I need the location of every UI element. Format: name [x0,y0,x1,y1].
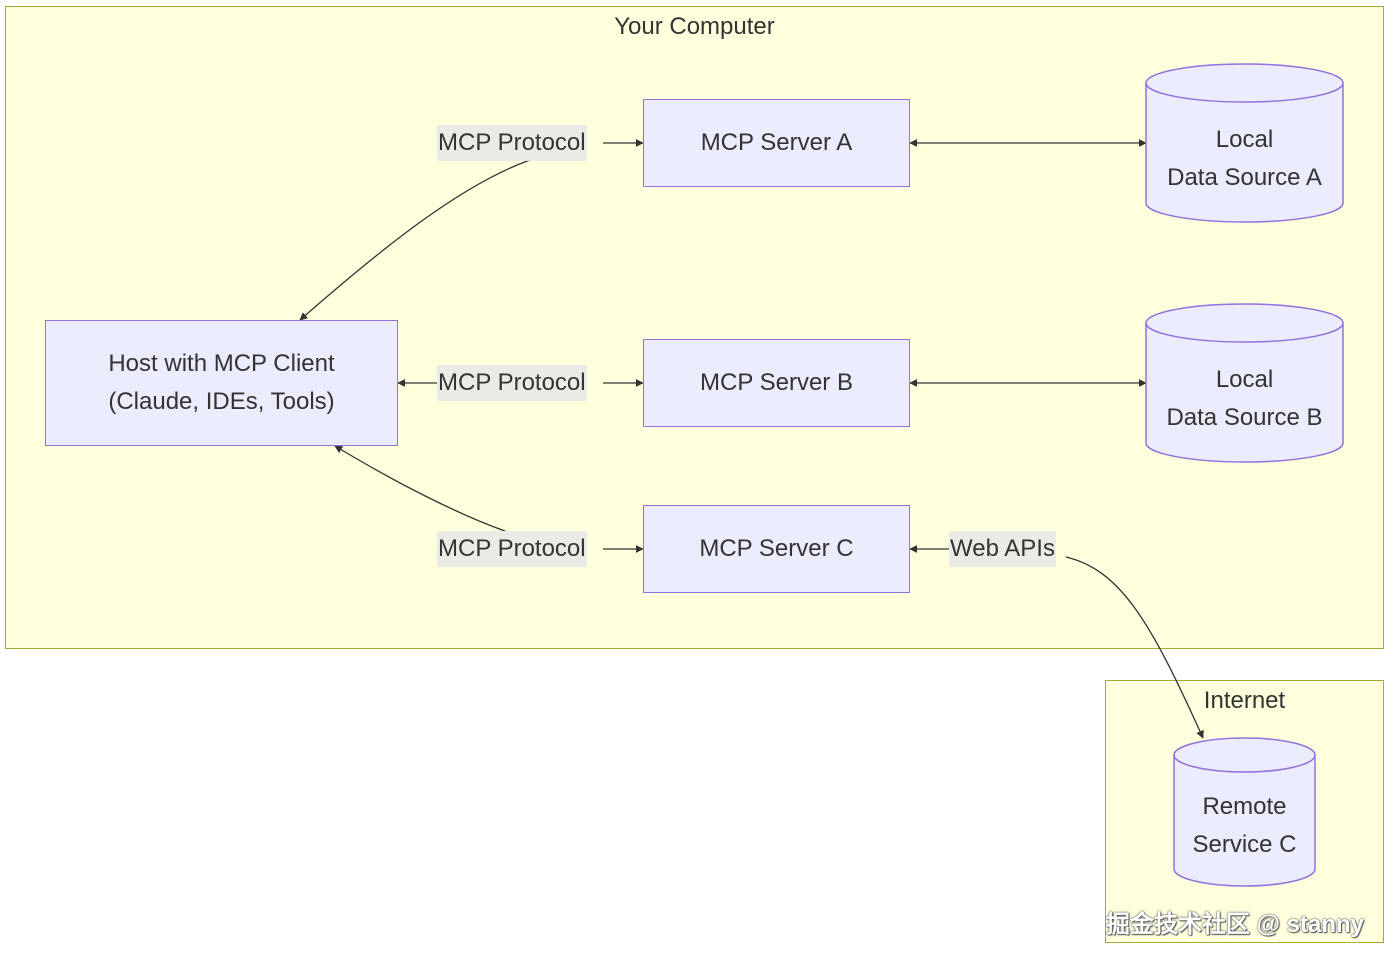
cluster-title-your-computer: Your Computer [614,13,775,40]
edge-host-server-a [299,159,531,321]
label-data-source-b: Local Data Source B [1166,366,1323,431]
label-data-source-a: Local Data Source A [1167,126,1322,191]
node-mcp-server-a: MCP Server A [643,99,910,187]
cylinder-remote-service-c [1173,737,1316,887]
edge-label-mcp-protocol-a: MCP Protocol [437,125,587,161]
edge-label-web-apis: Web APIs [949,531,1056,567]
edge-label-mcp-protocol-b: MCP Protocol [437,365,587,401]
label-remote-service-c: Remote Service C [1192,793,1297,858]
edge-host-server-c [334,445,506,532]
edge-web-remote [1065,556,1204,739]
cylinder-data-source-b [1145,303,1344,463]
edge-label-mcp-protocol-c: MCP Protocol [437,531,587,567]
cluster-title-internet: Internet [1203,687,1286,714]
node-mcp-server-c: MCP Server C [643,505,910,593]
cylinder-data-source-a [1145,63,1344,223]
node-host-mcp-client: Host with MCP Client (Claude, IDEs, Tool… [45,320,398,446]
node-mcp-server-b: MCP Server B [643,339,910,427]
watermark: 掘金技术社区 @ stanny [1105,911,1364,938]
